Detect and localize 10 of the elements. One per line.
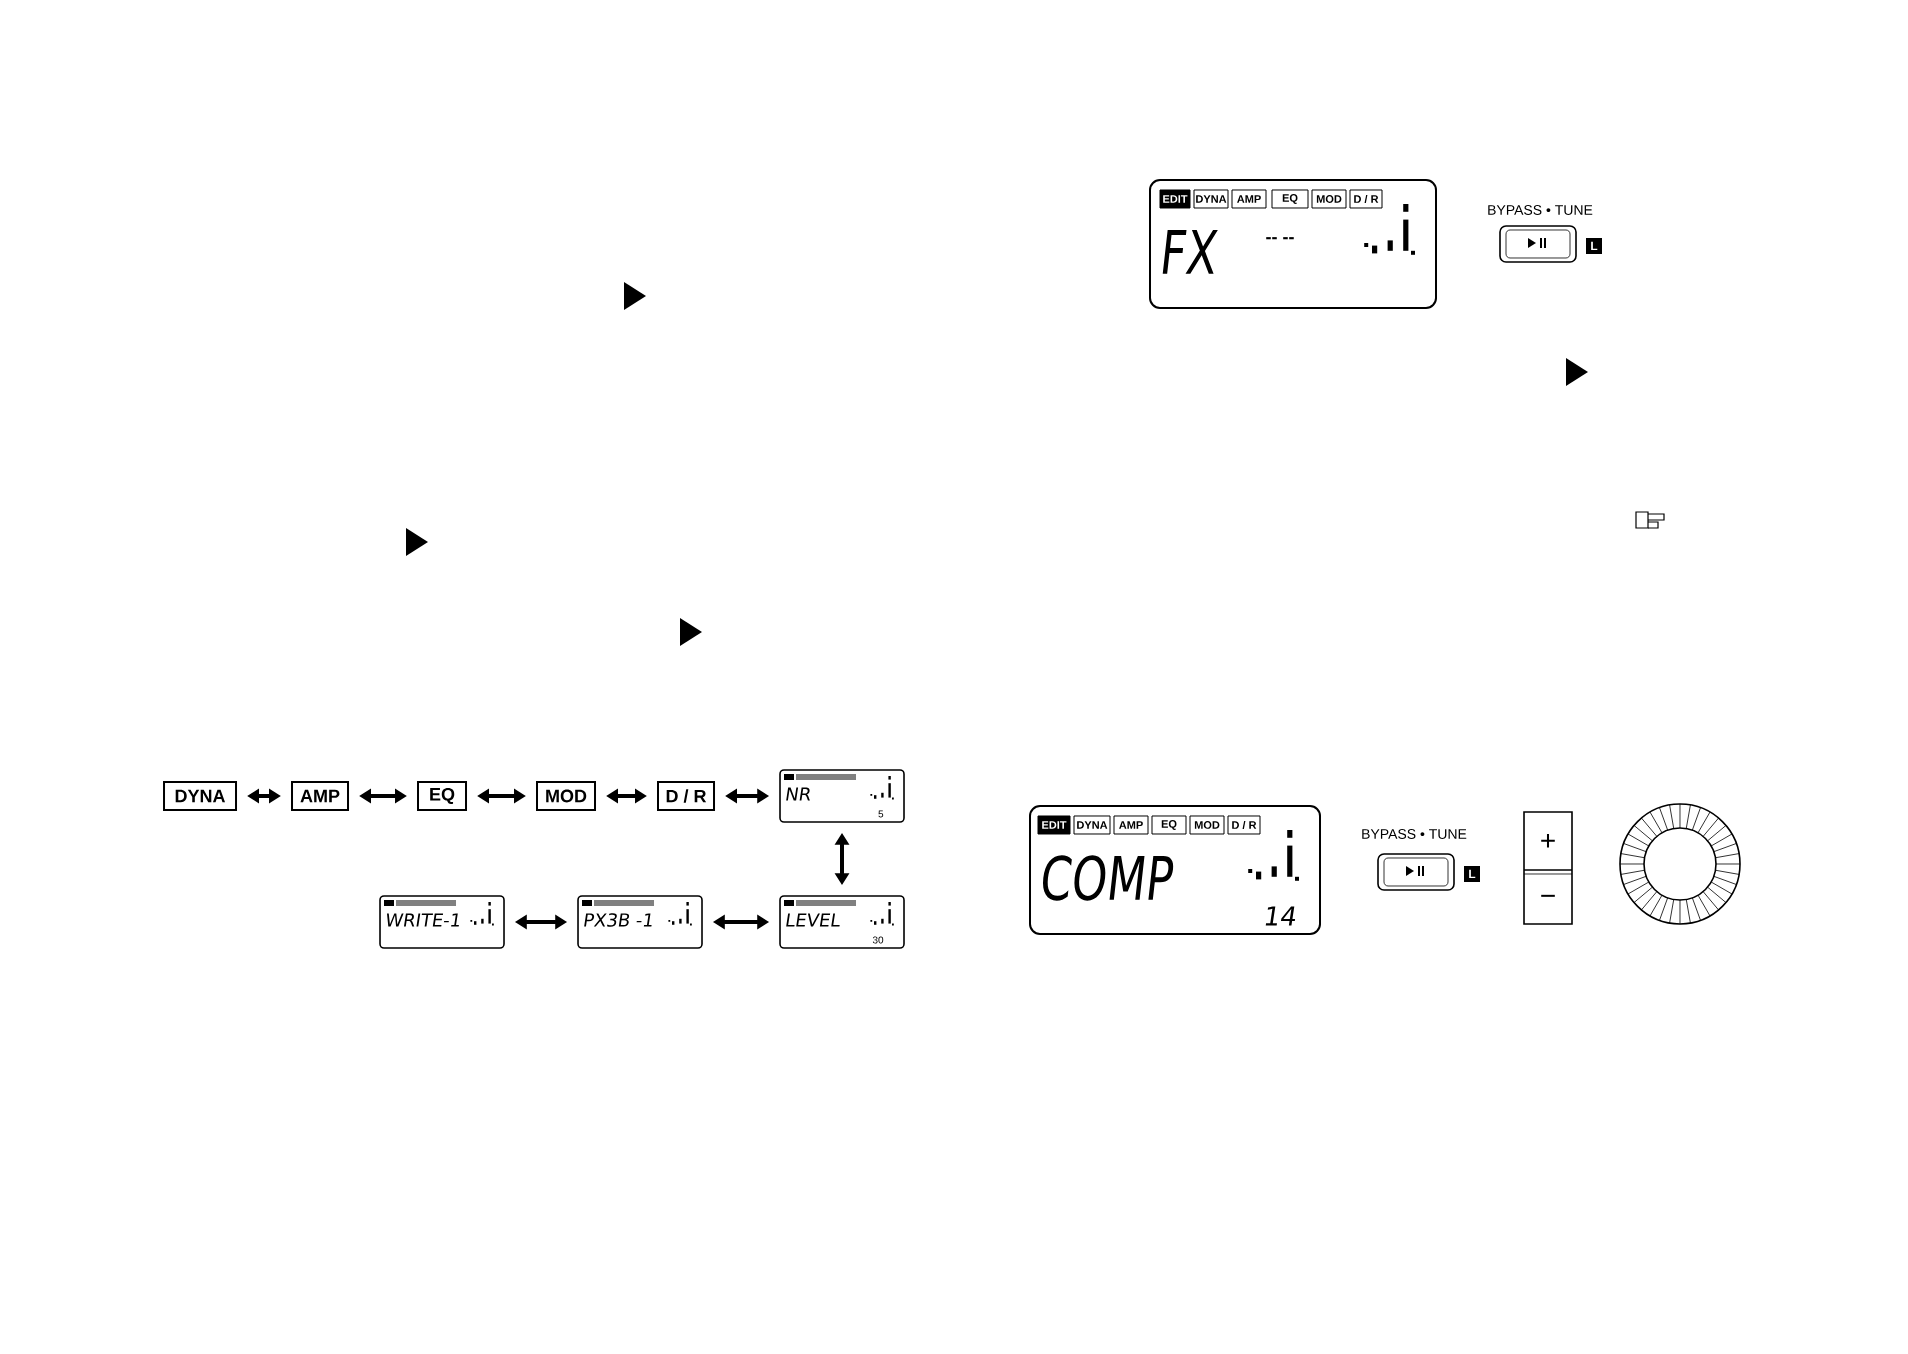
mode-tag: MOD xyxy=(536,781,596,811)
lcd-display: WRITE-1 xyxy=(379,895,505,949)
lcd-display: PX3B -1 xyxy=(577,895,703,949)
rocker-switch: + − xyxy=(1523,811,1573,925)
play-pause-button xyxy=(1377,853,1455,891)
mode-tag: EQ xyxy=(417,781,467,811)
mode-tag: DYNA xyxy=(163,781,237,811)
mode-tag: AMP xyxy=(291,781,349,811)
play-pause-button xyxy=(1499,225,1577,263)
mode-tag: D / R xyxy=(657,781,715,811)
